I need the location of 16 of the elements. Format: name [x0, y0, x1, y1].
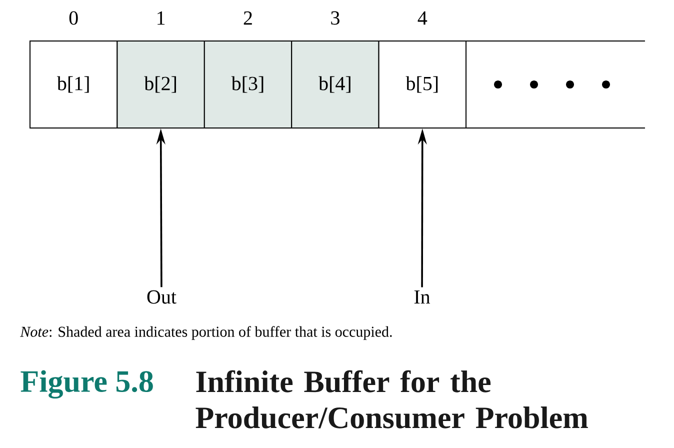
- pointer-label: Out: [147, 290, 176, 304]
- buffer-cell: b[5]: [378, 40, 466, 128]
- buffer-cell: b[2]: [116, 40, 205, 128]
- pointer-label: In: [414, 290, 430, 304]
- buffer-cell: b[1]: [30, 40, 118, 128]
- buffer-cell: b[3]: [204, 40, 292, 128]
- index-number: 0: [69, 11, 78, 25]
- index-number: 3: [331, 11, 340, 25]
- open-ended-cell: [466, 40, 646, 128]
- index-number: 1: [158, 11, 165, 25]
- index-number: 4: [418, 11, 428, 25]
- figure-number: Figure 5.8: [20, 370, 153, 399]
- buffer-cell: b[4]: [291, 40, 380, 128]
- note: Note: Shaded area indicates portion of buffer that is occupied.: [20, 326, 392, 340]
- index-number: 2: [244, 11, 252, 25]
- figure-title: Infinite Buffer for the Producer/Consumer Problem: [196, 370, 588, 428]
